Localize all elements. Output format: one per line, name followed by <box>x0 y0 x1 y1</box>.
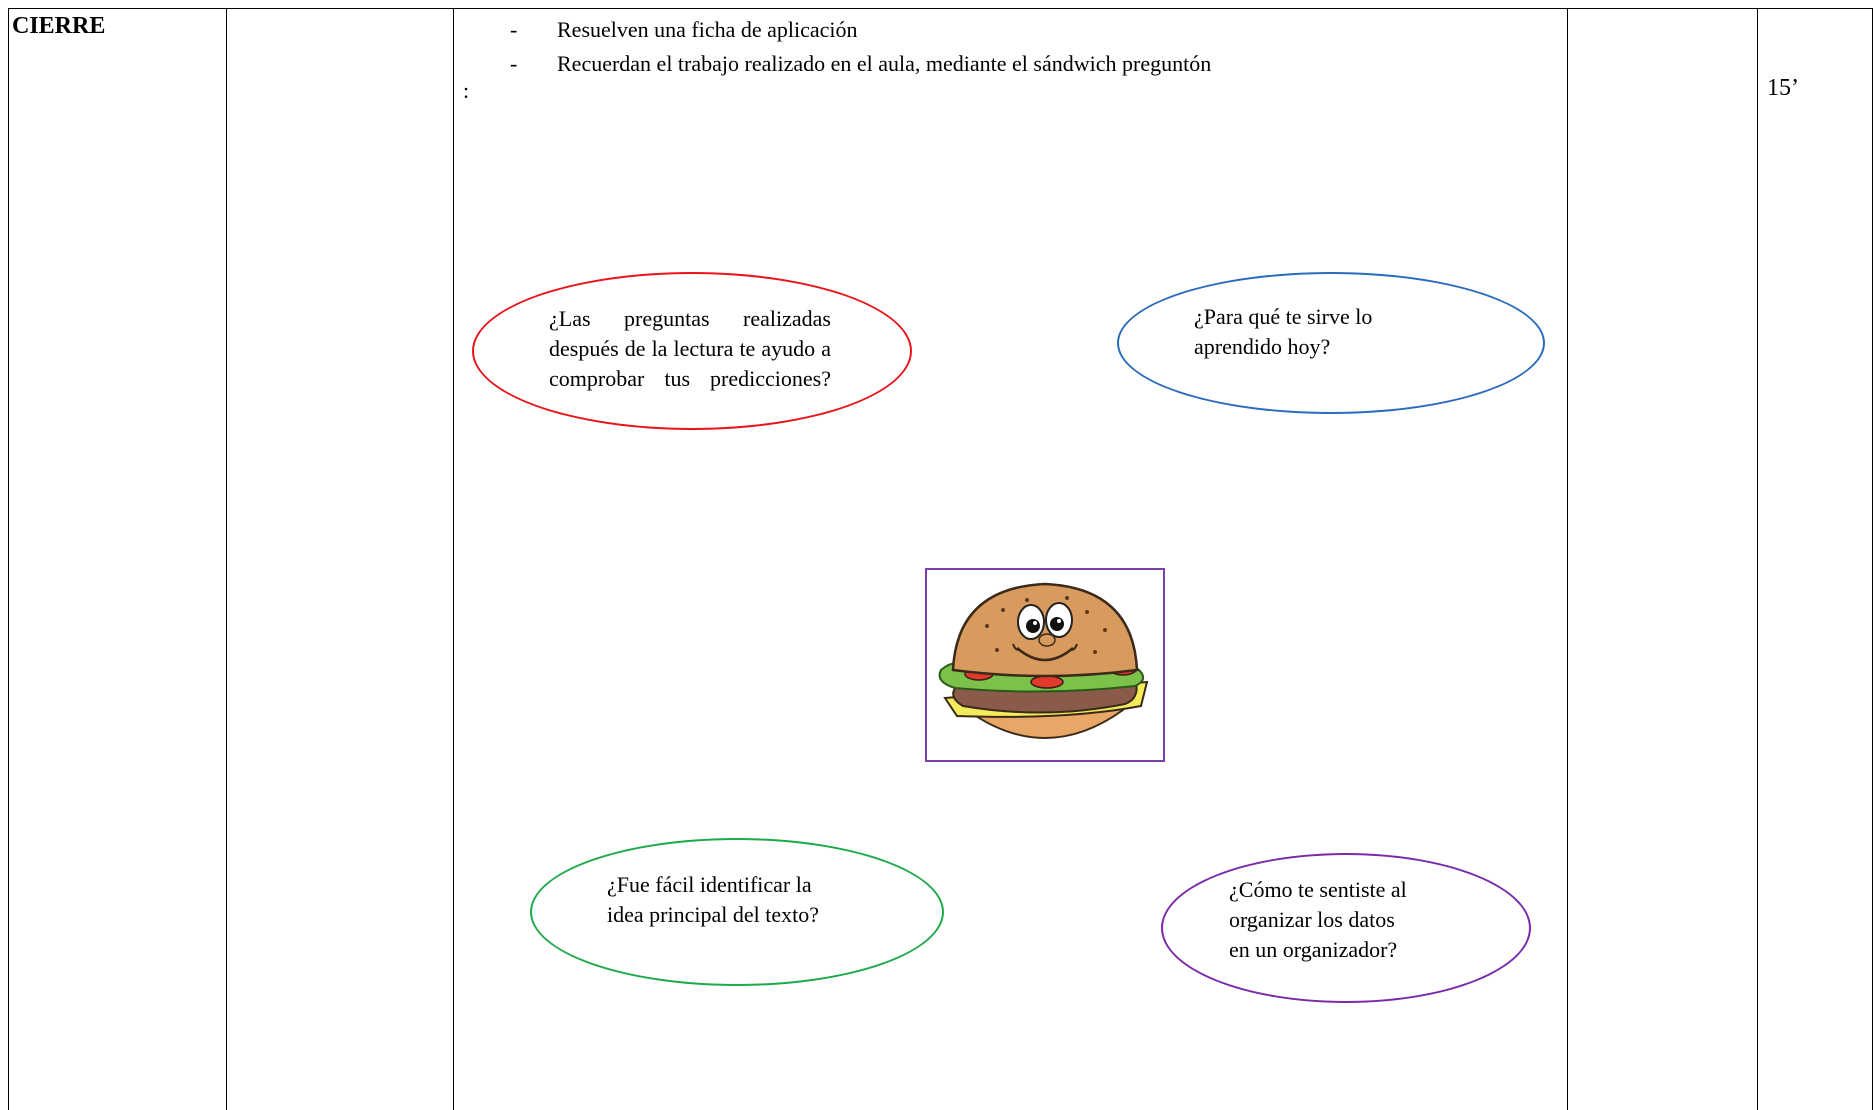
column-divider <box>1872 8 1873 1110</box>
bubble-question-line: en un organizador? <box>1229 937 1398 962</box>
bubble-question-line: aprendido hoy? <box>1194 334 1331 359</box>
bubble-question: ¿Para qué te sirve lo aprendido hoy? <box>1194 302 1494 362</box>
column-divider <box>453 8 454 1110</box>
bubble-question-line: ¿Para qué te sirve lo <box>1194 304 1373 329</box>
question-bubble-purple: ¿Cómo te sentiste al organizar los datos… <box>1161 853 1531 1003</box>
column-divider <box>1757 8 1758 1110</box>
dash-bullet-icon: - <box>510 17 518 42</box>
stage-label: CIERRE <box>12 13 106 39</box>
hamburger-character-icon <box>938 582 1149 739</box>
bubble-question-line: ¿Cómo te sentiste al <box>1229 877 1407 902</box>
activity-text: Recuerdan el trabajo realizado en el aul… <box>557 51 1212 76</box>
bubble-question-line: idea principal del texto? <box>607 902 819 927</box>
session-table <box>8 8 1872 1110</box>
activity-text: Resuelven una ficha de aplicación <box>557 17 858 42</box>
question-bubble-red: ¿Las preguntas realizadas después de la … <box>472 272 912 430</box>
hamburger-image <box>925 568 1165 762</box>
bubble-question: ¿Cómo te sentiste al organizar los datos… <box>1229 875 1489 965</box>
question-bubble-green: ¿Fue fácil identificar la idea principal… <box>530 838 944 986</box>
column-divider <box>226 8 227 1110</box>
column-divider <box>1567 8 1568 1110</box>
bubble-question-line: ¿Fue fácil identificar la <box>607 872 812 897</box>
bubble-question-line: organizar los datos <box>1229 907 1395 932</box>
question-bubble-blue: ¿Para qué te sirve lo aprendido hoy? <box>1117 272 1545 414</box>
colon-mark: : <box>463 78 470 103</box>
time-value: 15’ <box>1767 75 1799 101</box>
dash-bullet-icon: - <box>510 51 518 76</box>
bubble-question: ¿Las preguntas realizadas después de la … <box>549 306 831 391</box>
bubble-question: ¿Fue fácil identificar la idea principal… <box>607 870 907 930</box>
